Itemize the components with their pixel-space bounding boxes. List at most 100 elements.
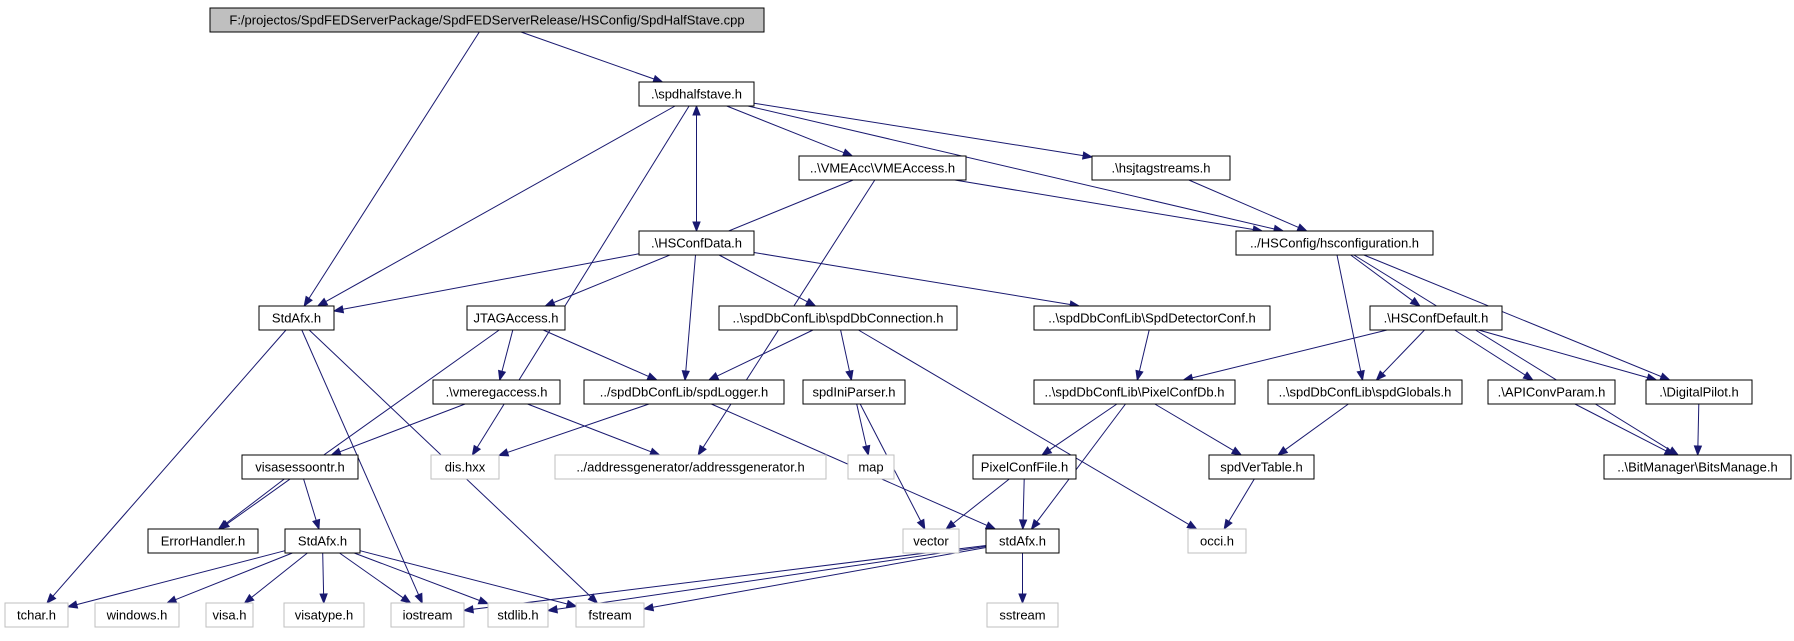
arrowhead <box>319 593 328 605</box>
node-vector: vector <box>902 528 960 554</box>
arrowhead <box>707 372 720 381</box>
node-occi: occi.h <box>1187 528 1247 554</box>
node-label: stdlib.h <box>497 608 538 623</box>
edge-line <box>251 552 308 598</box>
include-edge-pixelconfdb-to-spdvertable <box>1154 403 1243 456</box>
edge-line <box>1154 403 1234 451</box>
edge-line <box>339 403 466 453</box>
node-box <box>1645 379 1753 405</box>
node-spdglobals[interactable]: ..\spdDbConfLib\spdGlobals.h <box>1267 379 1463 405</box>
edge-line <box>556 545 987 610</box>
node-spdlogger[interactable]: ../spdDbConfLib/spdLogger.h <box>583 379 785 405</box>
arrowhead <box>1693 445 1703 457</box>
arrowhead <box>217 519 229 530</box>
edge-line <box>359 550 568 605</box>
node-stdafx_mid[interactable]: StdAfx.h <box>284 528 361 554</box>
node-stdafx_low[interactable]: stdAfx.h <box>985 528 1060 554</box>
node-pixelconffile[interactable]: PixelConfFile.h <box>972 454 1077 480</box>
node-label: visatype.h <box>295 608 354 623</box>
node-hsjtag[interactable]: .\hsjtagstreams.h <box>1091 155 1231 181</box>
arrowhead <box>1356 369 1365 382</box>
include-edge-jtagaccess-to-vmeregaccess <box>498 329 514 382</box>
node-jtagaccess[interactable]: JTAGAccess.h <box>466 305 566 331</box>
node-sstream: sstream <box>986 602 1059 628</box>
arrowhead <box>1186 520 1198 530</box>
edge-line <box>753 252 1071 305</box>
node-stdafx_top[interactable]: StdAfx.h <box>258 305 335 331</box>
arrowhead <box>862 444 871 457</box>
arrowhead <box>462 605 474 614</box>
node-vmeregaccess[interactable]: .\vmeregaccess.h <box>432 379 561 405</box>
arrowhead <box>1135 369 1144 382</box>
node-bitsmanage[interactable]: ..\BitManager\BitsManage.h <box>1603 454 1792 480</box>
node-box <box>985 528 1060 554</box>
node-box <box>1603 454 1792 480</box>
node-label: visasessoontr.h <box>255 460 345 475</box>
node-digitalpilot[interactable]: .\DigitalPilot.h <box>1645 379 1753 405</box>
arrowhead <box>46 593 57 605</box>
node-iostream: iostream <box>390 602 465 628</box>
node-spddbconnection[interactable]: ..\spdDbConfLib\spdDbConnection.h <box>718 305 958 331</box>
node-label: JTAGAccess.h <box>473 311 558 326</box>
node-spddetectorconf[interactable]: ..\spdDbConfLib\SpdDetectorConf.h <box>1033 305 1271 331</box>
node-label: spdVerTable.h <box>1220 460 1302 475</box>
arrowhead <box>652 74 664 83</box>
arrowhead <box>1230 446 1243 456</box>
include-edge-stdafx_mid-to-visa <box>243 552 308 604</box>
arrowhead <box>330 447 342 456</box>
include-edge-spddbconnection-to-spdiniparser <box>840 329 854 382</box>
arrowhead <box>316 297 329 307</box>
node-hsconfdefault[interactable]: .\HSConfDefault.h <box>1369 305 1503 331</box>
node-box <box>209 7 765 33</box>
include-edge-pixelconfdb-to-pixelconffile <box>1040 403 1118 456</box>
include-edge-stdafx_top-to-iostream <box>301 329 423 605</box>
node-box <box>487 602 549 628</box>
include-edge-jtagaccess-to-spdlogger <box>542 329 659 381</box>
node-label: .\HSConfData.h <box>651 236 742 251</box>
edge-line <box>954 179 1254 230</box>
node-stdlib: stdlib.h <box>487 602 549 628</box>
node-label: .\DigitalPilot.h <box>1659 385 1738 400</box>
arrowhead <box>544 298 556 307</box>
node-hsconfiguration[interactable]: ../HSConfig/hsconfiguration.h <box>1235 230 1434 256</box>
node-box <box>575 602 645 628</box>
node-box <box>802 379 906 405</box>
arrowhead <box>681 370 690 382</box>
include-edge-root-to-stdafx_top <box>303 31 480 308</box>
include-edge-spdhalfstave-to-hsjtag <box>753 102 1094 160</box>
edge-line <box>1191 329 1388 379</box>
node-errorhandler[interactable]: ErrorHandler.h <box>147 528 259 554</box>
arrowhead <box>1375 370 1387 381</box>
include-edge-spdhalfstave-to-vmeaccess <box>726 105 854 157</box>
edge-line <box>726 105 845 154</box>
node-vmeaccess[interactable]: ..\VMEAcc\VMEAccess.h <box>798 155 967 181</box>
arrowhead <box>498 369 507 382</box>
node-pixelconfdb[interactable]: ..\spdDbConfLib\PixelConfDb.h <box>1033 379 1236 405</box>
node-label: ..\spdDbConfLib\spdDbConnection.h <box>732 311 943 326</box>
node-spdhalfstave[interactable]: .\spdhalfstave.h <box>638 81 755 107</box>
include-edge-hsjtag-to-hsconfiguration <box>1188 179 1308 232</box>
node-label: occi.h <box>1200 534 1234 549</box>
node-label: visa.h <box>213 608 247 623</box>
edge-line <box>542 329 649 377</box>
arrowhead <box>642 603 655 612</box>
edge-line <box>1382 329 1425 374</box>
node-box <box>390 602 465 628</box>
include-edge-hsconfiguration-to-hsconfdefault <box>1350 254 1421 307</box>
node-label: .\vmeregaccess.h <box>446 385 548 400</box>
node-hsconfdata[interactable]: .\HSConfData.h <box>638 230 755 256</box>
edge-line <box>747 105 1275 230</box>
edge-line <box>527 403 652 453</box>
node-visasessioncontr[interactable]: visasessoontr.h <box>241 454 359 480</box>
edge-line <box>225 478 285 524</box>
edge-line <box>1138 329 1150 372</box>
arrowhead <box>497 448 510 457</box>
node-spdvertable[interactable]: spdVerTable.h <box>1208 454 1315 480</box>
node-layer: F:/projectos/SpdFEDServerPackage/SpdFEDS… <box>4 7 1792 628</box>
node-box <box>1235 230 1434 256</box>
node-apiconvparam[interactable]: .\APIConvParam.h <box>1487 379 1616 405</box>
node-label: .\HSConfDefault.h <box>1384 311 1489 326</box>
node-spdiniparser[interactable]: spdIniParser.h <box>802 379 906 405</box>
arrowhead <box>332 305 345 314</box>
node-root: F:/projectos/SpdFEDServerPackage/SpdFEDS… <box>209 7 765 33</box>
